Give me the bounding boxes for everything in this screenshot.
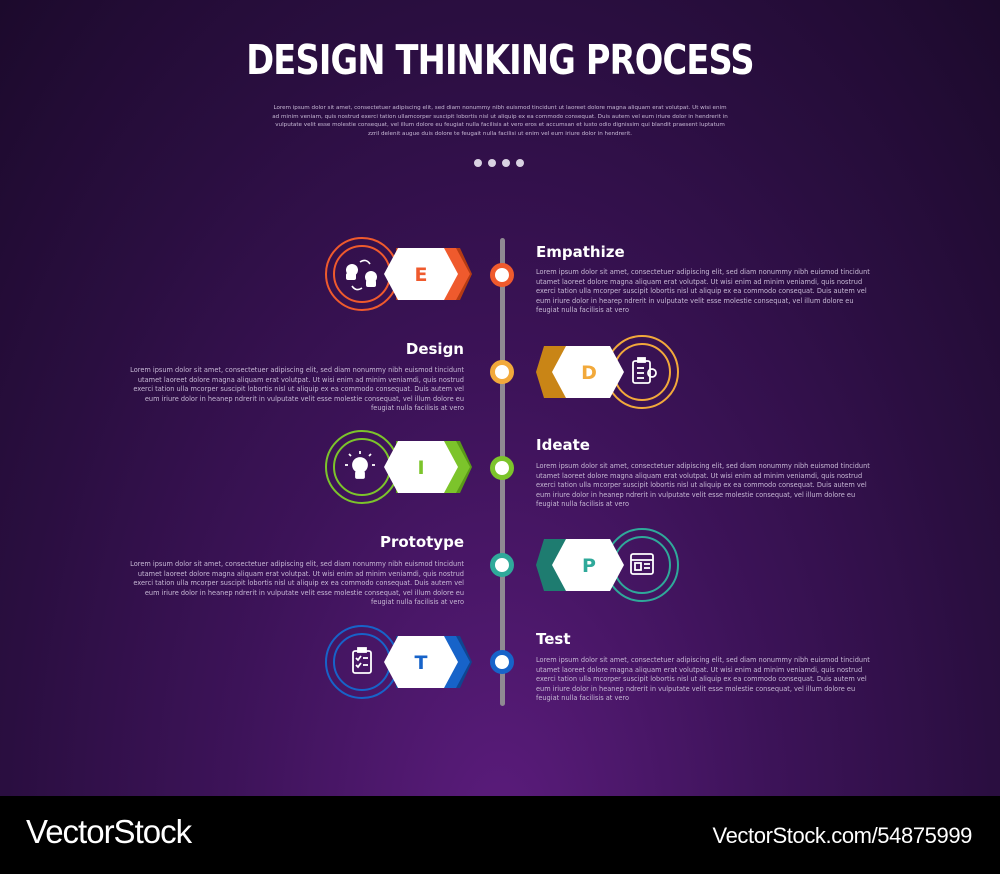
page-title: DESIGN THINKING PROCESS	[246, 36, 754, 84]
step-prototype-graphic: P	[536, 528, 679, 602]
step-description: Lorem ipsum dolor sit amet, consectetuer…	[130, 560, 464, 607]
timeline-node-design	[490, 360, 514, 384]
timeline-node-test	[490, 650, 514, 674]
clipboard-chart-icon	[632, 357, 657, 384]
step-letter: E	[415, 264, 428, 286]
brand-url: VectorStock.com/54875999	[712, 823, 973, 848]
step-empathize-graphic: E	[325, 237, 472, 311]
step-title: Design	[405, 340, 464, 358]
step-title: Prototype	[379, 533, 464, 551]
watermark-footer: VectorStock VectorStock.com/54875999	[0, 796, 1000, 874]
pagination-dots	[474, 159, 524, 167]
inner-ring	[333, 245, 391, 303]
checklist-icon	[352, 647, 372, 674]
timeline-node-ideate	[490, 456, 514, 480]
timeline-node-prototype	[490, 553, 514, 577]
dot	[488, 159, 496, 167]
step-ideate-graphic: I	[325, 430, 472, 504]
step-description: Lorem ipsum dolor sit amet, consectetuer…	[536, 268, 870, 315]
step-description: Lorem ipsum dolor sit amet, consectetuer…	[536, 462, 870, 509]
step-test-graphic: T	[325, 625, 472, 699]
hexagon-face	[384, 636, 458, 688]
step-letter: P	[582, 555, 596, 577]
intro-paragraph: Lorem ipsum dolor sit amet, consectetuer…	[272, 105, 728, 137]
inner-ring	[333, 633, 391, 691]
dot	[474, 159, 482, 167]
blueprint-icon	[630, 553, 654, 575]
dot	[502, 159, 510, 167]
step-title: Ideate	[536, 436, 590, 454]
step-description: Lorem ipsum dolor sit amet, consectetuer…	[130, 366, 464, 413]
two-heads-icon	[346, 259, 377, 291]
step-letter: I	[417, 457, 424, 479]
hexagon-face	[552, 539, 624, 591]
step-description: Lorem ipsum dolor sit amet, consectetuer…	[536, 656, 870, 703]
hexagon-face	[552, 346, 624, 398]
timeline-node-empathize	[490, 263, 514, 287]
infographic-canvas: DESIGN THINKING PROCESS Lorem ipsum dolo…	[0, 0, 1000, 796]
hexagon-face	[384, 441, 458, 493]
step-letter: D	[581, 362, 597, 384]
brand-logo: VectorStock	[26, 813, 192, 850]
hexagon-face	[384, 248, 458, 300]
step-title: Empathize	[536, 243, 625, 261]
step-letter: T	[415, 652, 428, 674]
lightbulb-icon	[345, 451, 375, 479]
step-title: Test	[536, 630, 571, 648]
dot	[516, 159, 524, 167]
step-design-graphic: D	[536, 335, 679, 409]
